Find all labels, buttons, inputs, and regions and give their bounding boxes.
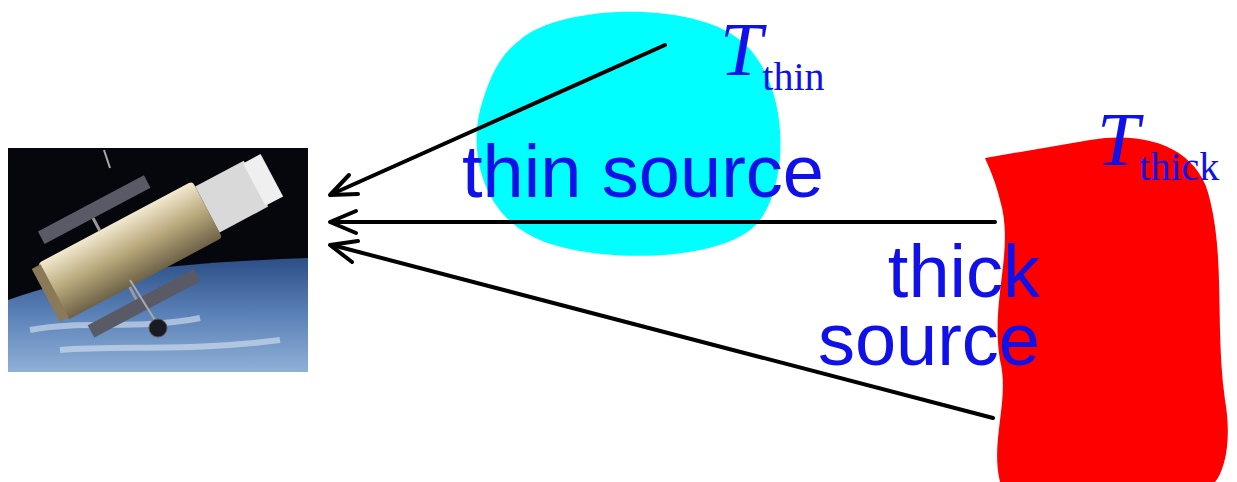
ray-line bbox=[332, 245, 993, 418]
temperature-subscript: thin bbox=[762, 54, 824, 99]
ray-line bbox=[332, 220, 995, 224]
source-label: thin source bbox=[462, 135, 824, 209]
source-label: thick source bbox=[790, 238, 1040, 374]
temperature-subscript: thick bbox=[1139, 144, 1219, 189]
arrow-head bbox=[330, 241, 358, 262]
temperature-label: Tthin bbox=[720, 11, 825, 97]
arrow-head bbox=[330, 211, 356, 233]
source-region: Tthin thin source bbox=[455, 0, 845, 270]
ray-line bbox=[332, 45, 665, 194]
arrow-head bbox=[330, 175, 358, 195]
temperature-symbol: T bbox=[720, 7, 762, 91]
temperature-label: Tthick bbox=[1097, 101, 1219, 187]
temperature-symbol: T bbox=[1097, 97, 1139, 181]
source-region: Tthickthick source bbox=[795, 95, 1237, 482]
